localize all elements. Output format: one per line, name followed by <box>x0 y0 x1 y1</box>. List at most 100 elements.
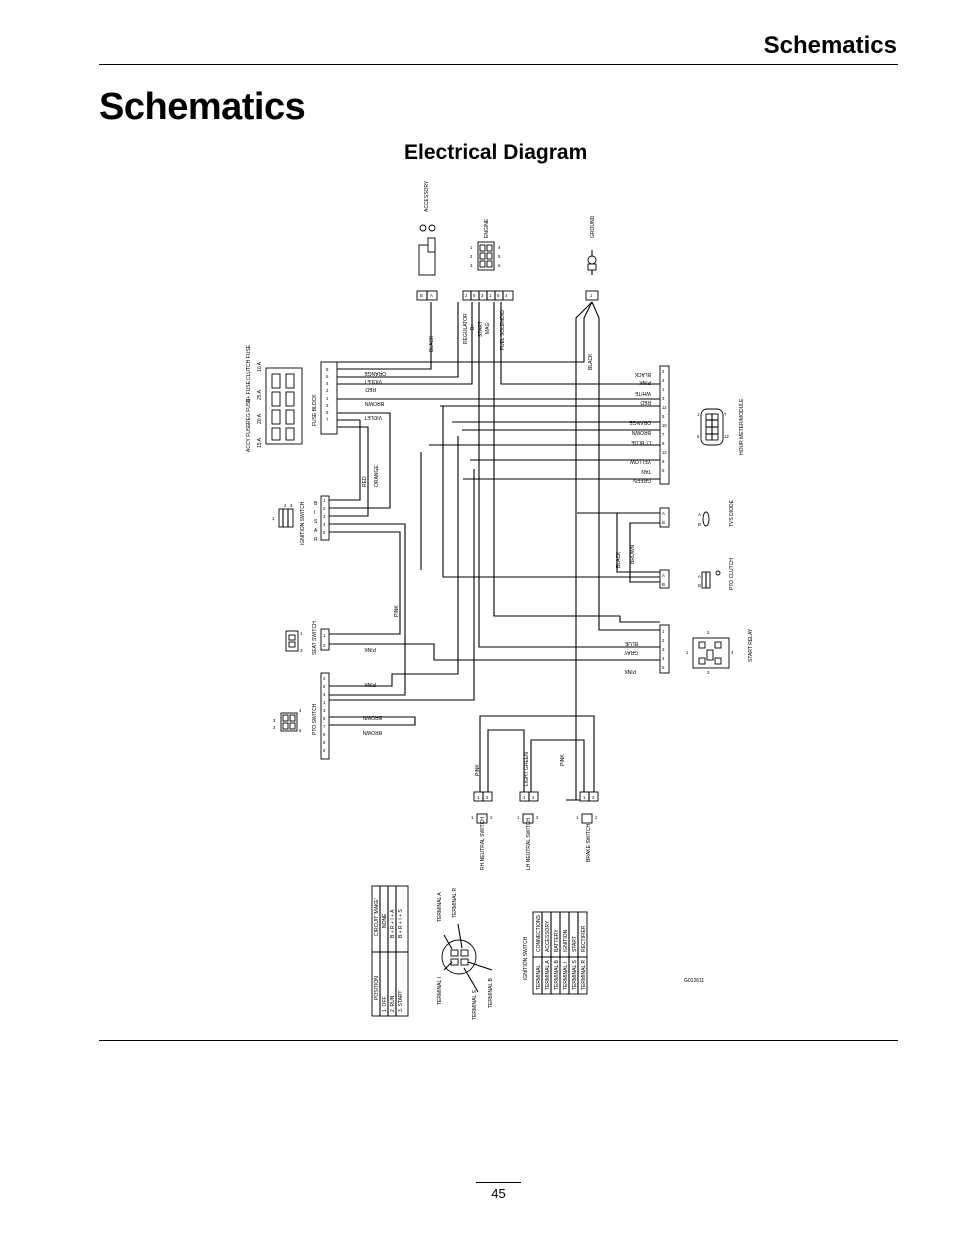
brake-switch-label: BRAKE SWITCH <box>586 824 592 862</box>
engine-lead-regulator: REGULATOR <box>463 313 469 344</box>
footer-rule <box>99 1040 898 1041</box>
svg-text:4: 4 <box>662 656 665 661</box>
terminal-i-label: TERMINAL I <box>437 977 443 1005</box>
wiring <box>329 301 660 801</box>
wire-gray-relay: GRAY <box>624 649 638 655</box>
ign-letter-a: A <box>314 528 318 534</box>
ign-letter-b: B <box>314 501 318 507</box>
wire-tan-meter: TAN <box>641 468 651 474</box>
svg-text:5: 5 <box>497 293 500 298</box>
pos-row2-circuit: B + R + I + A <box>390 909 396 938</box>
ign-row5-connection: RECTIFIER <box>581 925 587 952</box>
svg-text:2: 2 <box>465 293 468 298</box>
svg-text:3: 3 <box>470 263 473 268</box>
svg-text:7: 7 <box>326 417 329 422</box>
ign-table-title: IGNITION SWITCH <box>523 936 529 980</box>
svg-text:4: 4 <box>323 692 326 697</box>
tvs-diode: AB AB TVS DIODE <box>659 499 735 528</box>
wire-black-ground: BLACK <box>588 353 594 370</box>
wire-brown-meter: BROWN <box>631 429 651 435</box>
wire-violet-fuse: VIOLET <box>364 378 382 384</box>
svg-text:3: 3 <box>273 718 276 723</box>
ign-letter-i: I <box>314 510 315 516</box>
svg-text:2: 2 <box>532 795 535 800</box>
svg-text:2: 2 <box>323 506 326 511</box>
ign-table-header-connections: CONNECTIONS <box>536 914 542 952</box>
page-number-rule <box>476 1182 521 1183</box>
ign-letter-r: R <box>314 537 318 543</box>
accessory-label: ACCESSORY <box>424 180 430 212</box>
ignition-switch-label: IGNITION SWITCH <box>300 501 306 545</box>
svg-text:3: 3 <box>326 403 329 408</box>
svg-text:1: 1 <box>590 293 593 298</box>
svg-text:4: 4 <box>731 650 734 655</box>
wire-red-vertical: RED <box>362 476 368 487</box>
start-relay-label: START RELAY <box>748 628 754 662</box>
wire-white-meter: WHITE <box>634 390 651 396</box>
ignition-switch-table: IGNITION SWITCH TERMINAL CONNECTIONS TER… <box>523 911 588 995</box>
wire-orange-fuse: ORANGE <box>364 370 386 376</box>
ign-row2-terminal: TERMINAL B <box>554 960 560 990</box>
svg-text:2: 2 <box>326 388 329 393</box>
svg-text:4: 4 <box>326 381 329 386</box>
svg-text:2: 2 <box>707 630 710 635</box>
svg-text:1: 1 <box>523 795 526 800</box>
ign-row1-connection: ACCESSORY <box>545 920 551 952</box>
ign-row3-terminal: TERMINAL I <box>563 962 569 990</box>
ignition-switch-face: TERMINAL A TERMINAL R TERMINAL I TERMINA… <box>437 888 494 1020</box>
header-section-title: Schematics <box>763 32 897 59</box>
svg-text:2: 2 <box>592 795 595 800</box>
pos-header-circuit: CIRCUIT 'MAKE' <box>374 898 380 936</box>
pos-row1-circuit: NONE <box>382 913 388 928</box>
wire-black-accessory: BLACK <box>429 335 435 352</box>
terminal-s-label: TERMINAL S <box>472 990 478 1020</box>
svg-text:2: 2 <box>273 725 276 730</box>
pos-row3-circuit: B + R + I + S <box>398 909 404 938</box>
wire-pink-relay: PINK <box>624 668 636 674</box>
wire-pink-brake: PINK <box>560 754 566 766</box>
pto-clutch-label: PTO CLUTCH <box>729 558 735 590</box>
svg-text:3: 3 <box>707 670 710 675</box>
svg-text:2: 2 <box>470 254 473 259</box>
svg-text:3: 3 <box>662 647 665 652</box>
svg-text:9: 9 <box>323 732 326 737</box>
svg-text:2: 2 <box>323 676 326 681</box>
svg-text:6: 6 <box>299 728 302 733</box>
svg-text:A: A <box>698 574 701 579</box>
ign-table-header-terminal: TERMINAL <box>536 965 542 991</box>
start-relay: 12 34 5 12 43 START RELAY <box>659 624 754 675</box>
wire-pink-seat: PINK <box>364 646 376 652</box>
ign-row1-terminal: TERMINAL A <box>545 960 551 990</box>
ign-row4-terminal: TERMINAL S <box>572 960 578 990</box>
svg-text:3: 3 <box>323 708 326 713</box>
wire-yellow-meter: YELLOW <box>630 458 651 464</box>
svg-text:7: 7 <box>323 724 326 729</box>
terminal-a-label: TERMINAL A <box>437 892 443 922</box>
svg-text:A: A <box>430 293 433 298</box>
svg-text:6: 6 <box>323 748 326 753</box>
figure-id: G012611 <box>684 978 704 984</box>
svg-text:2: 2 <box>300 648 303 653</box>
engine-lead-bplus: B+ <box>470 324 476 330</box>
ign-row4-connection: START <box>572 936 578 952</box>
lh-neutral-label: LH NEUTRAL SWITCH <box>526 818 532 870</box>
tvs-diode-label: TVS DIODE <box>729 499 735 527</box>
svg-text:10: 10 <box>662 423 667 428</box>
svg-text:2: 2 <box>323 643 326 648</box>
svg-text:6: 6 <box>323 684 326 689</box>
svg-text:1: 1 <box>323 498 326 503</box>
terminal-b-label: TERMINAL B <box>488 978 494 1008</box>
svg-text:B: B <box>698 522 701 527</box>
fuse-clutch-name: CLUTCH FUSE <box>246 344 252 380</box>
svg-text:4: 4 <box>299 708 302 713</box>
svg-text:5: 5 <box>662 414 665 419</box>
hour-meter-label: HOUR METER/MODULE <box>739 398 745 455</box>
svg-text:5: 5 <box>323 716 326 721</box>
svg-text:2: 2 <box>662 638 665 643</box>
wire-red-meter: RED <box>640 399 651 405</box>
svg-text:1: 1 <box>323 633 326 638</box>
